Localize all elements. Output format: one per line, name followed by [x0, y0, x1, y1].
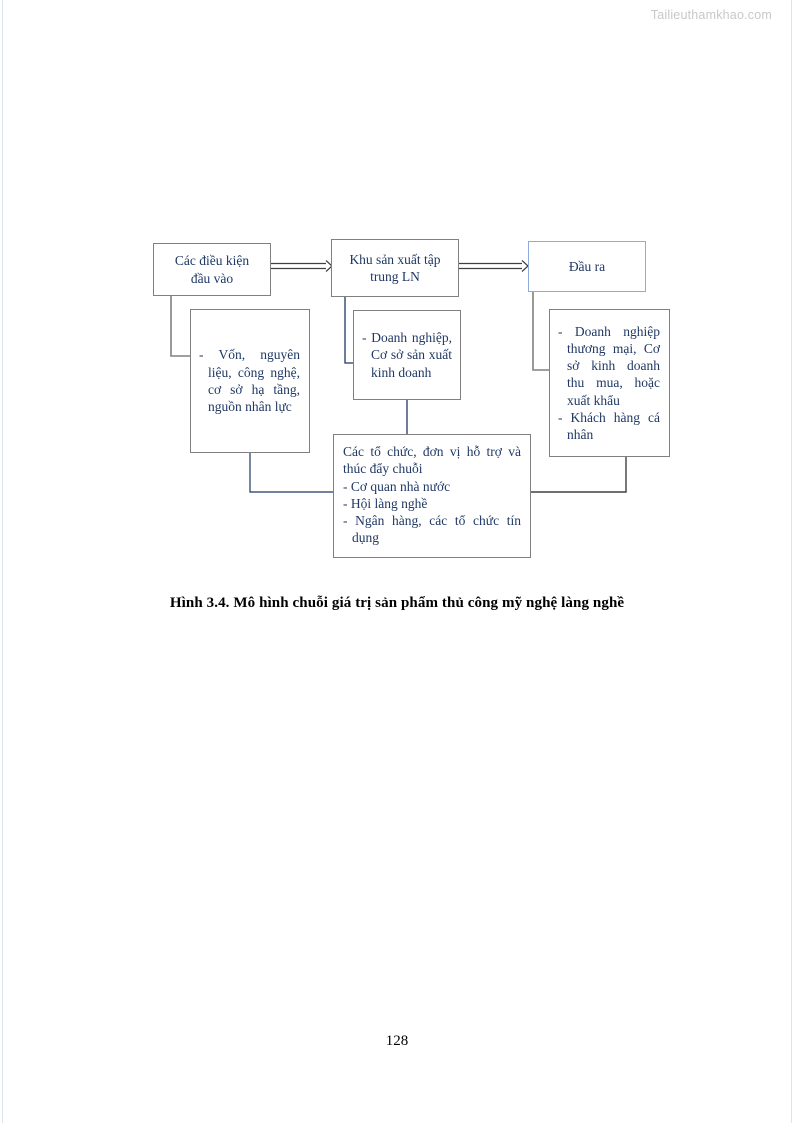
node-production-zone[interactable]: Khu sản xuất tập trung LN	[331, 239, 459, 297]
node-support-item-1: - Cơ quan nhà nước	[343, 478, 451, 494]
arrow-production-to-output	[459, 260, 529, 272]
node-support-organizations[interactable]: Các tổ chức, đơn vị hỗ trợ và thúc đẩy c…	[333, 434, 531, 558]
node-support-heading: Các tổ chức, đơn vị hỗ trợ và thúc đẩy c…	[343, 444, 521, 477]
page-border-right	[791, 0, 792, 1123]
connector-production-to-production-detail	[344, 297, 353, 364]
node-support-item-2: - Hội làng nghề	[343, 495, 428, 511]
node-production-zone-line2: trung LN	[370, 269, 420, 284]
connector-output-to-output-detail	[532, 292, 549, 371]
node-input-detail-item: - Vốn, nguyên liệu, công nghệ, cơ sở hạ …	[199, 347, 300, 415]
connector-output-detail-to-support	[531, 457, 627, 493]
node-output-label: Đầu ra	[568, 258, 606, 274]
node-output[interactable]: Đầu ra	[528, 241, 646, 292]
page-border-left	[2, 0, 3, 1123]
node-input-conditions[interactable]: Các điều kiện đầu vào	[153, 243, 271, 296]
node-production-detail-item: - Doanh nghiệp, Cơ sở sản xuất kinh doan…	[362, 330, 452, 380]
page-number: 128	[385, 1033, 409, 1049]
node-production-zone-line1: Khu sản xuất tập	[349, 251, 441, 267]
connector-input-detail-to-support	[249, 453, 333, 493]
node-output-detail[interactable]: - Doanh nghiệp thương mại, Cơ sở kinh do…	[549, 309, 670, 457]
node-output-detail-item-1: - Doanh nghiệp thương mại, Cơ sở kinh do…	[558, 323, 660, 408]
node-production-detail[interactable]: - Doanh nghiệp, Cơ sở sản xuất kinh doan…	[353, 310, 461, 400]
node-output-detail-item-2: - Khách hàng cá nhân	[558, 409, 660, 443]
diagram-connectors	[170, 260, 627, 493]
node-input-conditions-line1: Các điều kiện	[174, 253, 250, 269]
connector-inputs-to-input-detail	[170, 296, 190, 357]
value-chain-diagram: Các điều kiện đầu vào Khu sản xuất tập t…	[153, 239, 670, 558]
figure-caption: Hình 3.4. Mô hình chuỗi giá trị sản phẩm…	[169, 595, 625, 611]
node-support-item-3: - Ngân hàng, các tổ chức tín dụng	[343, 513, 521, 546]
arrow-inputs-to-production	[271, 260, 333, 272]
node-input-detail[interactable]: - Vốn, nguyên liệu, công nghệ, cơ sở hạ …	[190, 309, 310, 453]
node-input-conditions-line2: đầu vào	[190, 270, 234, 286]
watermark: Tailieuthamkhao.com	[650, 8, 772, 22]
